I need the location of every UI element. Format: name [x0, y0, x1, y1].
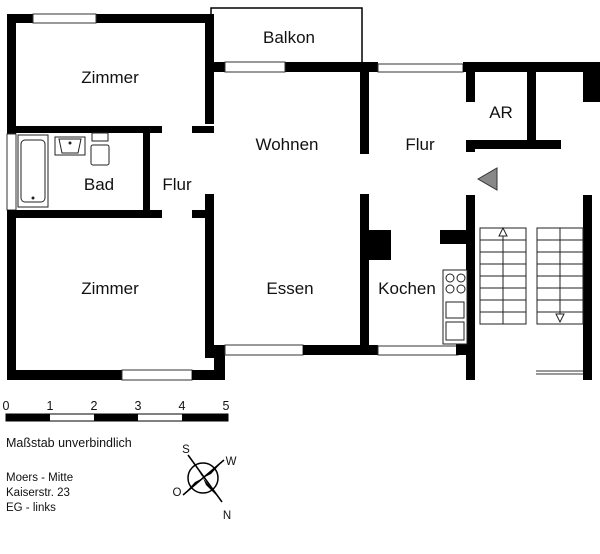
room-label-ar: AR	[489, 103, 513, 122]
address-line-2: Kaiserstr. 23	[6, 487, 70, 499]
address-line-3: EG - links	[6, 502, 56, 514]
compass-icon	[182, 454, 225, 503]
bathroom-fixtures	[17, 132, 110, 208]
room-label-essen: Essen	[266, 279, 313, 298]
scale-tick-4: 4	[179, 399, 186, 413]
kitchen-fixtures	[442, 269, 468, 345]
scale-note: Maßstab unverbindlich	[6, 436, 132, 450]
room-label-flur-right: Flur	[405, 135, 435, 154]
compass-o: O	[173, 487, 182, 499]
entrance-arrow-icon	[477, 167, 498, 191]
compass-s: S	[182, 444, 190, 456]
room-label-bad: Bad	[84, 175, 114, 194]
room-label-balkon: Balkon	[263, 28, 315, 47]
room-label-kochen: Kochen	[378, 279, 436, 298]
scale-tick-3: 3	[135, 399, 142, 413]
scale-bar: 0 1 2 3 4 5	[3, 399, 230, 422]
scale-tick-0: 0	[3, 399, 10, 413]
compass-n: N	[223, 510, 231, 522]
scale-tick-1: 1	[47, 399, 54, 413]
room-label-zimmer-bottom: Zimmer	[81, 279, 139, 298]
room-label-flur-left: Flur	[162, 175, 192, 194]
compass-w: W	[226, 456, 237, 468]
scale-tick-2: 2	[91, 399, 98, 413]
room-label-zimmer-top: Zimmer	[81, 68, 139, 87]
address-line-1: Moers - Mitte	[6, 472, 73, 484]
scale-tick-5: 5	[223, 399, 230, 413]
staircase	[479, 226, 584, 375]
room-label-wohnen: Wohnen	[255, 135, 318, 154]
walls	[6, 13, 600, 381]
balcony-outline	[210, 7, 363, 67]
